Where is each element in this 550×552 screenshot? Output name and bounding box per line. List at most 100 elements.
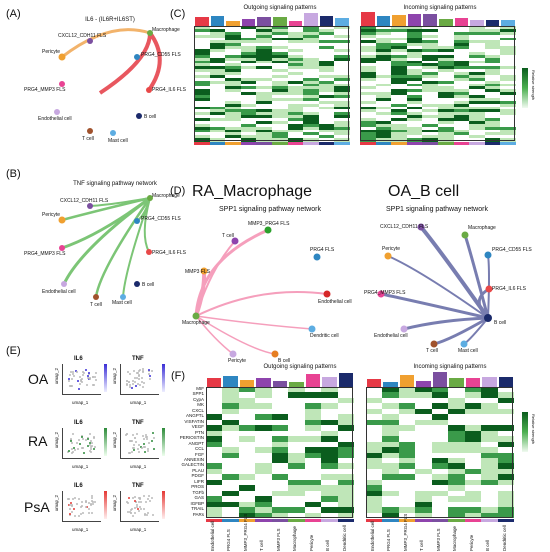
heat-cell bbox=[382, 463, 399, 470]
heat-cell bbox=[303, 80, 319, 84]
heat-cell bbox=[240, 37, 257, 41]
heat-cell bbox=[366, 408, 383, 415]
heat-cell bbox=[318, 103, 335, 107]
heat-cell bbox=[484, 63, 501, 67]
umap-point bbox=[143, 438, 146, 441]
heat-cell bbox=[406, 31, 423, 36]
heat-cell bbox=[318, 26, 335, 30]
umap-point bbox=[89, 432, 91, 435]
heat-cell bbox=[318, 51, 335, 56]
heat-cell bbox=[240, 135, 257, 139]
heat-cell bbox=[375, 138, 392, 142]
heat-cell bbox=[288, 447, 305, 453]
heat-cell bbox=[304, 414, 322, 421]
heat-cell bbox=[222, 463, 239, 470]
heat-cell bbox=[497, 425, 514, 432]
heat-cell bbox=[398, 452, 416, 459]
heat-cell bbox=[497, 447, 514, 453]
heat-cell bbox=[304, 419, 322, 426]
heat-cell bbox=[406, 106, 423, 110]
heat-cell bbox=[240, 97, 257, 102]
heat-cell bbox=[431, 507, 449, 514]
heat-cell bbox=[272, 92, 288, 96]
heat-cell bbox=[500, 106, 516, 110]
heat-cell bbox=[255, 457, 272, 464]
bar bbox=[439, 19, 453, 26]
panel-a-title: IL6 - (IL6R+IL6ST) bbox=[85, 17, 135, 23]
heat-cell bbox=[484, 69, 501, 73]
heat-cell bbox=[375, 129, 392, 133]
heat-cell bbox=[287, 28, 304, 33]
heat-cell bbox=[225, 109, 241, 113]
heat-cell bbox=[303, 123, 319, 128]
umap-point bbox=[81, 447, 84, 450]
heat-cell bbox=[225, 63, 241, 67]
heat-cell bbox=[481, 397, 498, 404]
b-node-label-5: PRG4_IL6 FLS bbox=[152, 250, 186, 256]
heat-cell bbox=[304, 485, 322, 492]
heat-cell bbox=[272, 106, 288, 110]
umap-point bbox=[137, 509, 140, 512]
heat-cell bbox=[497, 430, 514, 437]
heat-cell bbox=[360, 97, 376, 102]
umap-point bbox=[140, 508, 143, 511]
heat-cell bbox=[287, 74, 304, 79]
heat-cell bbox=[360, 57, 376, 61]
heat-cell bbox=[484, 92, 501, 96]
umap-point bbox=[72, 451, 75, 454]
heat-cell bbox=[469, 129, 485, 133]
umap-y-label: umap_2 bbox=[112, 368, 117, 385]
heat-cell bbox=[481, 501, 498, 508]
heat-cell bbox=[481, 479, 498, 486]
heat-cell bbox=[366, 474, 383, 481]
heat-cell bbox=[194, 132, 210, 136]
heat-cell bbox=[375, 123, 392, 128]
heat-frame bbox=[360, 26, 515, 141]
heat-cell bbox=[334, 106, 350, 110]
heat-cell bbox=[360, 54, 376, 59]
umap-point bbox=[131, 439, 134, 442]
heat-cell bbox=[318, 63, 335, 67]
heat-cell bbox=[238, 436, 256, 443]
heat-cell bbox=[415, 501, 432, 508]
heat-cell bbox=[391, 66, 407, 70]
f-cell-label: Pericyte bbox=[468, 534, 474, 551]
heat-cell bbox=[255, 474, 272, 481]
heat-cell bbox=[256, 95, 272, 99]
heat-cell bbox=[422, 57, 438, 61]
heat-cell bbox=[194, 109, 210, 113]
heat-cell bbox=[398, 414, 416, 421]
umap-point bbox=[92, 500, 94, 503]
bar bbox=[195, 17, 209, 26]
heat-cell bbox=[398, 474, 416, 481]
heat-cell bbox=[415, 425, 432, 432]
heat-cell bbox=[484, 120, 501, 125]
heat-cell bbox=[194, 66, 210, 70]
heat-cell bbox=[272, 37, 288, 41]
heat-cell bbox=[303, 100, 319, 105]
heat-cell bbox=[271, 463, 289, 470]
heat-cell bbox=[209, 89, 226, 93]
umap-point bbox=[134, 384, 137, 387]
heat-cell bbox=[272, 120, 288, 125]
heat-cell bbox=[422, 46, 438, 50]
heat-cell bbox=[222, 414, 239, 421]
umap-point bbox=[146, 437, 149, 440]
heat-cell bbox=[194, 72, 210, 76]
umap-point bbox=[128, 439, 131, 442]
umap-gene-title: TNF bbox=[132, 420, 144, 426]
heat-cell bbox=[318, 31, 335, 36]
heat-cell bbox=[464, 496, 482, 503]
umap-point bbox=[71, 442, 74, 445]
heat-cell bbox=[222, 457, 239, 464]
umap-point bbox=[67, 377, 70, 380]
heat-cell bbox=[304, 468, 322, 475]
bar bbox=[392, 15, 406, 26]
heat-cell bbox=[225, 83, 241, 87]
heat-cell bbox=[422, 66, 438, 70]
heat-cell bbox=[238, 457, 256, 464]
heat-cell bbox=[497, 408, 514, 415]
heat-cell bbox=[453, 103, 470, 107]
heat-cell bbox=[303, 103, 319, 107]
umap-point bbox=[68, 504, 71, 507]
